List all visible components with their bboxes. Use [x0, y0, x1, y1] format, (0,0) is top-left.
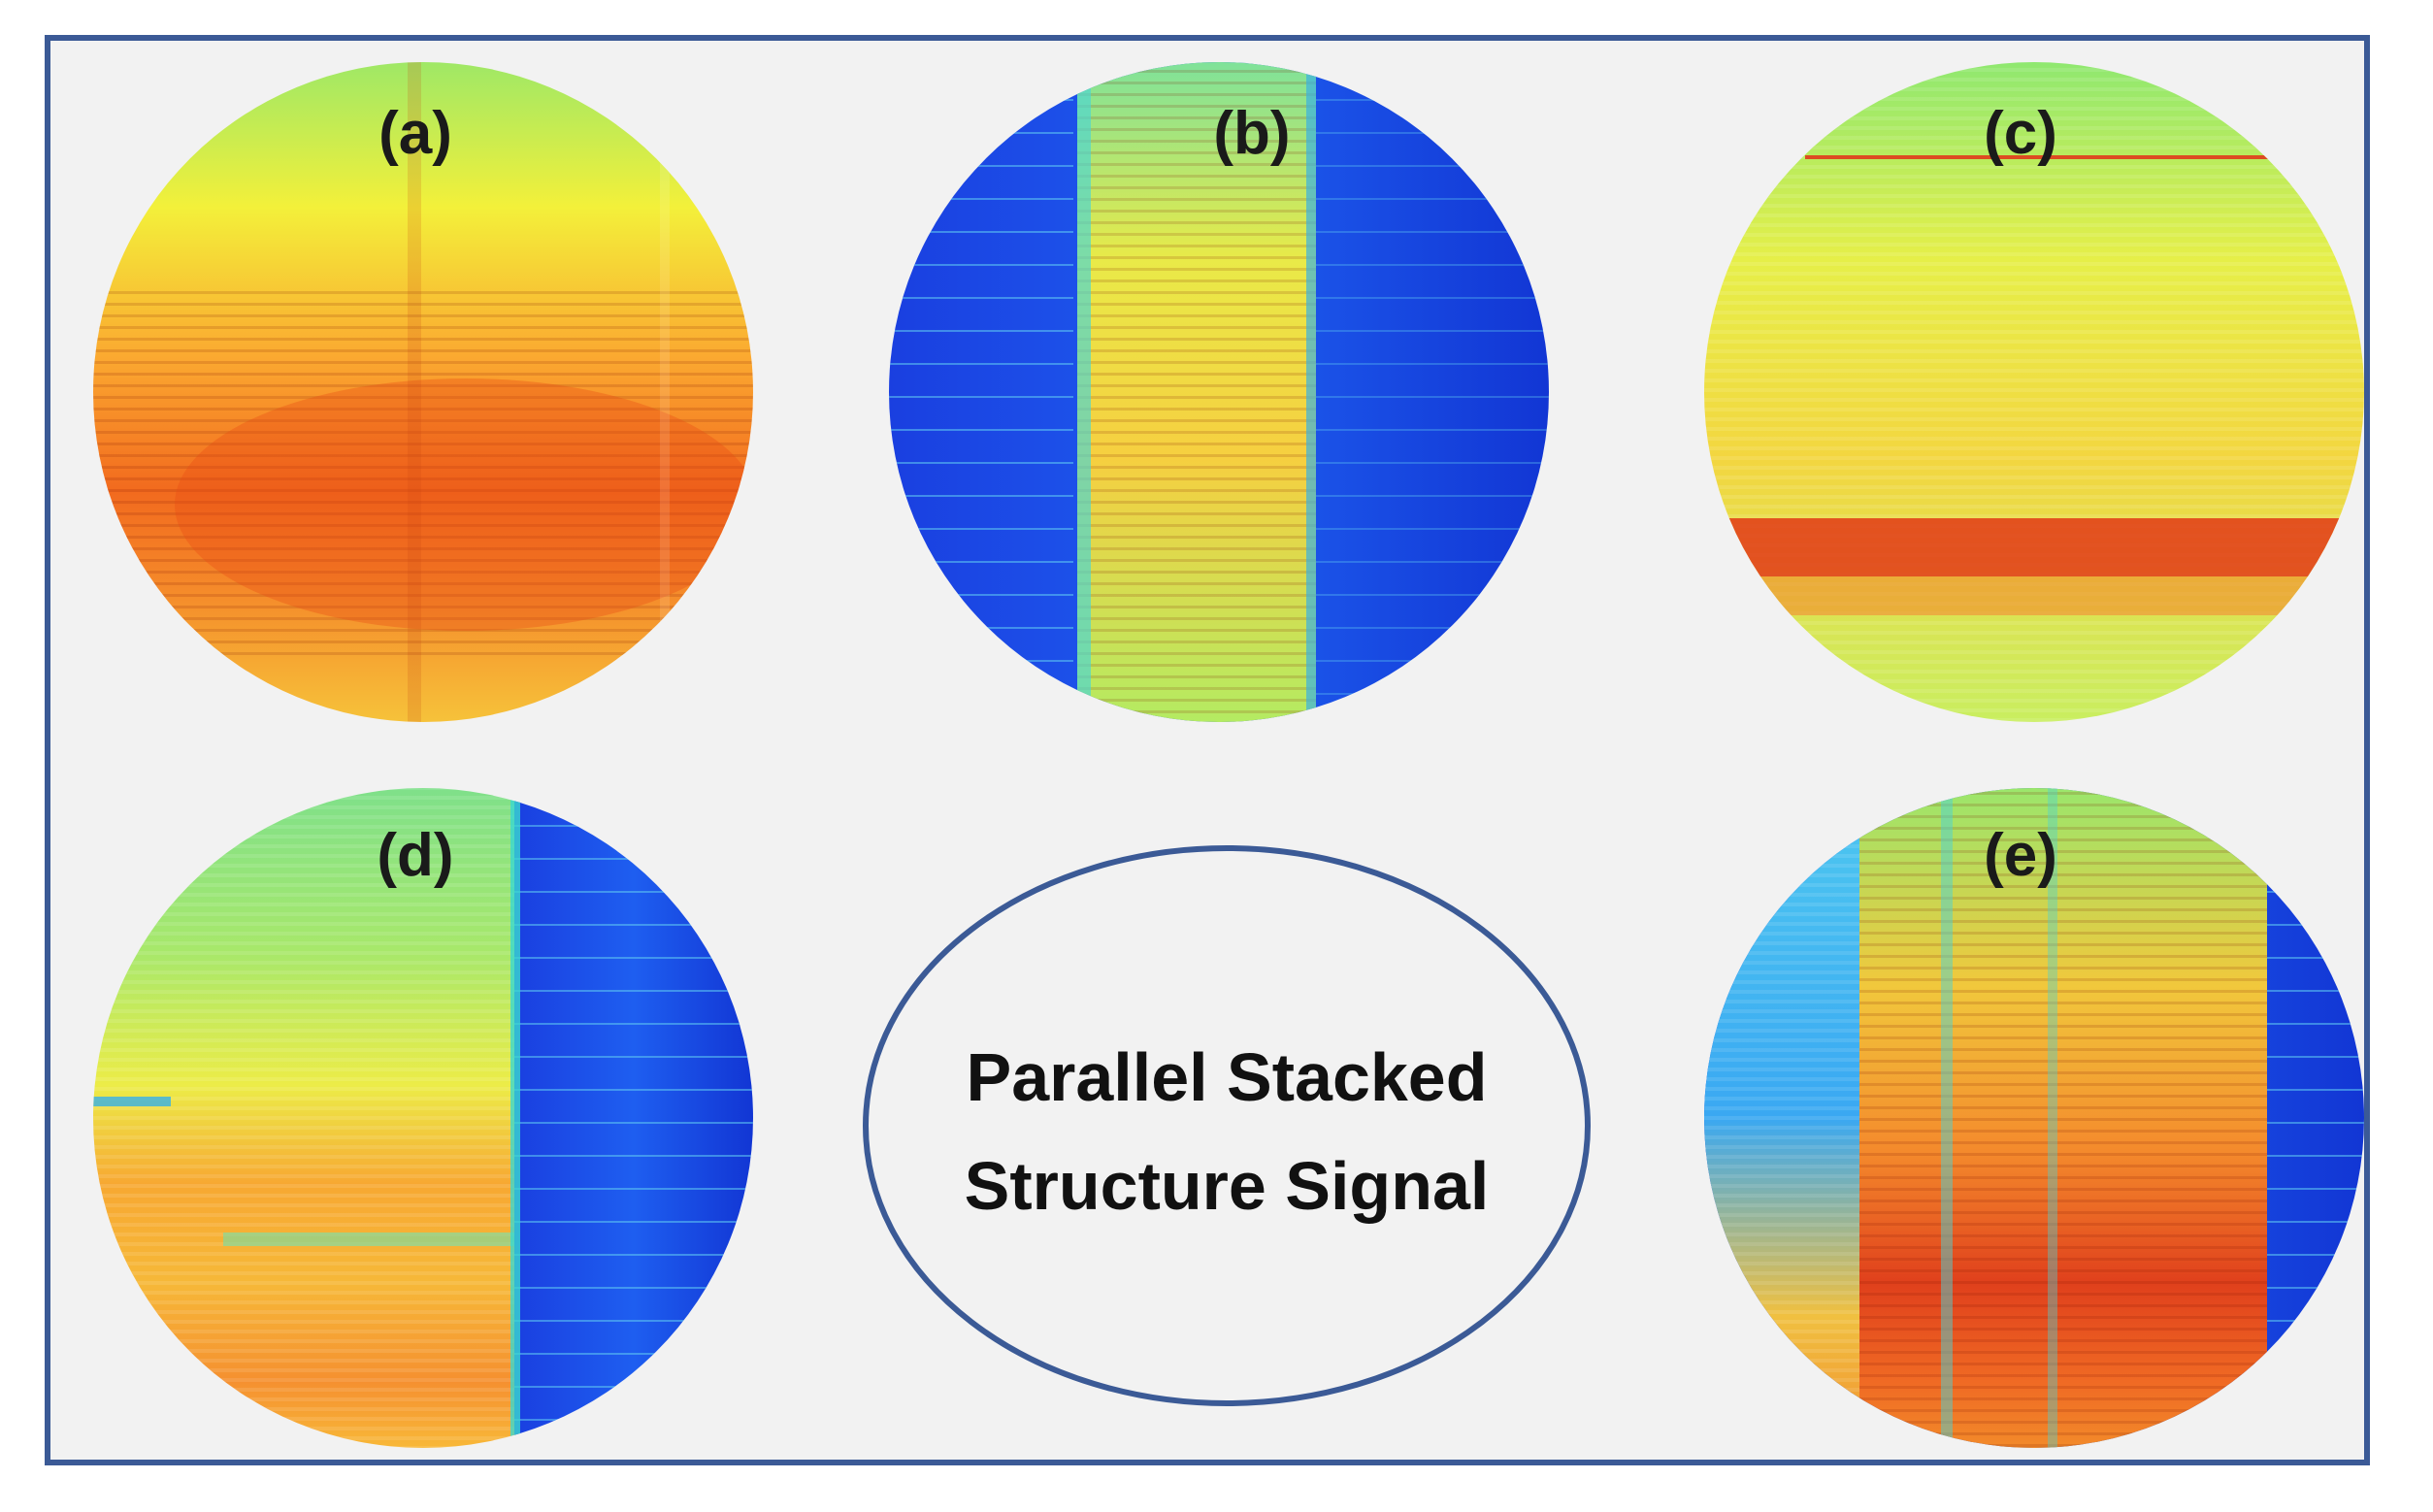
panel-e [1704, 788, 2364, 1448]
center-title-line1: Parallel Stacked [967, 1039, 1488, 1115]
center-ellipse [863, 845, 1591, 1406]
panel-c [1704, 62, 2364, 722]
panel-a [93, 62, 753, 722]
panel-d-label: (d) [377, 822, 453, 889]
panel-b-label: (b) [1213, 100, 1290, 167]
panel-e-label: (e) [1984, 822, 2057, 889]
panel-a-label: (a) [378, 100, 452, 167]
center-title-line2: Structure Signal [965, 1148, 1490, 1224]
panel-c-label: (c) [1984, 100, 2057, 167]
